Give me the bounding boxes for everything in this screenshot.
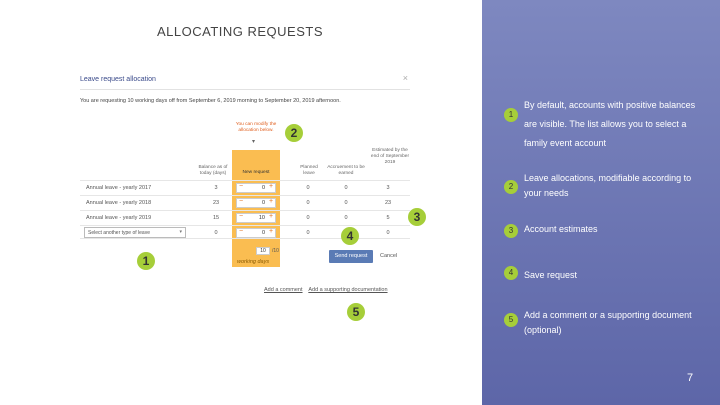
plus-icon[interactable]: + [268,183,274,190]
row-balance: 23 [212,200,220,206]
legend-number: 2 [504,180,518,194]
callout-3: 3 [408,208,426,226]
total-request: 10 [256,247,270,255]
col-new-request: New request [242,170,270,175]
page-number: 7 [687,372,694,384]
total-of: /10 [272,248,279,254]
row-balance: 15 [212,215,220,221]
legend-panel [482,0,720,405]
request-value[interactable]: 0 [261,200,265,206]
request-value[interactable]: 10 [258,215,265,221]
table-row: Annual leave - yearly 2019 15 − 10 + 0 0… [80,210,410,224]
legend-text: Add a comment or a supporting document (… [524,310,692,335]
legend-text: Account estimates [524,224,598,234]
chevron-down-icon: ▾ [252,139,256,145]
leave-type-select[interactable]: Select another type of leave ▾ [84,227,186,238]
callout-4: 4 [341,227,359,245]
legend-number: 3 [504,224,518,238]
minus-icon[interactable]: − [238,213,244,220]
row-planned: 0 [306,200,310,206]
table-row: Annual leave - yearly 2017 3 − 0 + 0 0 3 [80,180,410,194]
legend-text: By default, accounts with positive balan… [524,100,696,148]
row-label: Annual leave - yearly 2017 [86,185,152,191]
callout-2: 2 [285,124,303,142]
request-stepper[interactable]: − 0 + [236,198,276,208]
minus-icon[interactable]: − [238,198,244,205]
legend-number: 5 [504,313,518,327]
col-balance: Balance as of today (days) [198,165,228,176]
col-planned: Planned leave [300,165,318,176]
cancel-button[interactable]: Cancel [380,253,398,259]
plus-icon[interactable]: + [268,228,274,235]
col-accrual: Accruement to be earned [327,165,365,176]
row-accrual: 0 [344,200,348,206]
working-days-label: working days [237,259,270,265]
callout-1: 1 [137,252,155,270]
dialog-title: Leave request allocation [80,76,156,83]
row-label: Annual leave - yearly 2018 [86,200,152,206]
request-stepper[interactable]: − 0 + [236,228,276,238]
row-estimated: 0 [386,230,390,236]
dialog-links: Add a comment Add a supporting documenta… [264,287,388,293]
callout-5: 5 [347,303,365,321]
row-estimated: 3 [386,185,390,191]
select-placeholder: Select another type of leave [88,230,150,236]
add-comment-link[interactable]: Add a comment [264,287,303,293]
legend-number: 4 [504,266,518,280]
close-icon[interactable]: × [402,73,408,83]
row-planned: 0 [306,215,310,221]
row-estimated: 23 [384,200,392,206]
row-accrual: 0 [344,215,348,221]
col-estimated: Estimated by the end of September 2019 [370,148,410,165]
leave-allocation-dialog: Leave request allocation × You are reque… [80,70,410,300]
row-planned: 0 [306,230,310,236]
chevron-down-icon: ▾ [179,229,182,235]
request-stepper[interactable]: − 0 + [236,183,276,193]
table-row-other: Select another type of leave ▾ 0 − 0 + 0… [80,225,410,239]
request-value[interactable]: 0 [261,185,265,191]
row-balance: 3 [214,185,218,191]
row-estimated: 5 [386,215,390,221]
row-balance: 0 [214,230,218,236]
row-accrual: 0 [344,185,348,191]
row-label: Annual leave - yearly 2019 [86,215,152,221]
request-value[interactable]: 0 [261,230,265,236]
plus-icon[interactable]: + [268,213,274,220]
send-request-button[interactable]: Send request [329,250,373,263]
row-planned: 0 [306,185,310,191]
slide-title: ALLOCATING REQUESTS [157,24,324,39]
minus-icon[interactable]: − [238,183,244,190]
modify-allocation-note: You can modify the allocation below. [235,122,277,133]
table-row: Annual leave - yearly 2018 23 − 0 + 0 0 … [80,195,410,209]
plus-icon[interactable]: + [268,198,274,205]
legend-text: Save request [524,270,578,280]
add-documentation-link[interactable]: Add a supporting documentation [308,287,388,293]
legend-number: 1 [504,108,518,122]
minus-icon[interactable]: − [238,228,244,235]
dialog-divider [80,89,410,90]
dialog-intro: You are requesting 10 working days off f… [80,98,341,104]
legend-text: Leave allocations, modifiable according … [524,173,692,198]
request-stepper[interactable]: − 10 + [236,213,276,223]
